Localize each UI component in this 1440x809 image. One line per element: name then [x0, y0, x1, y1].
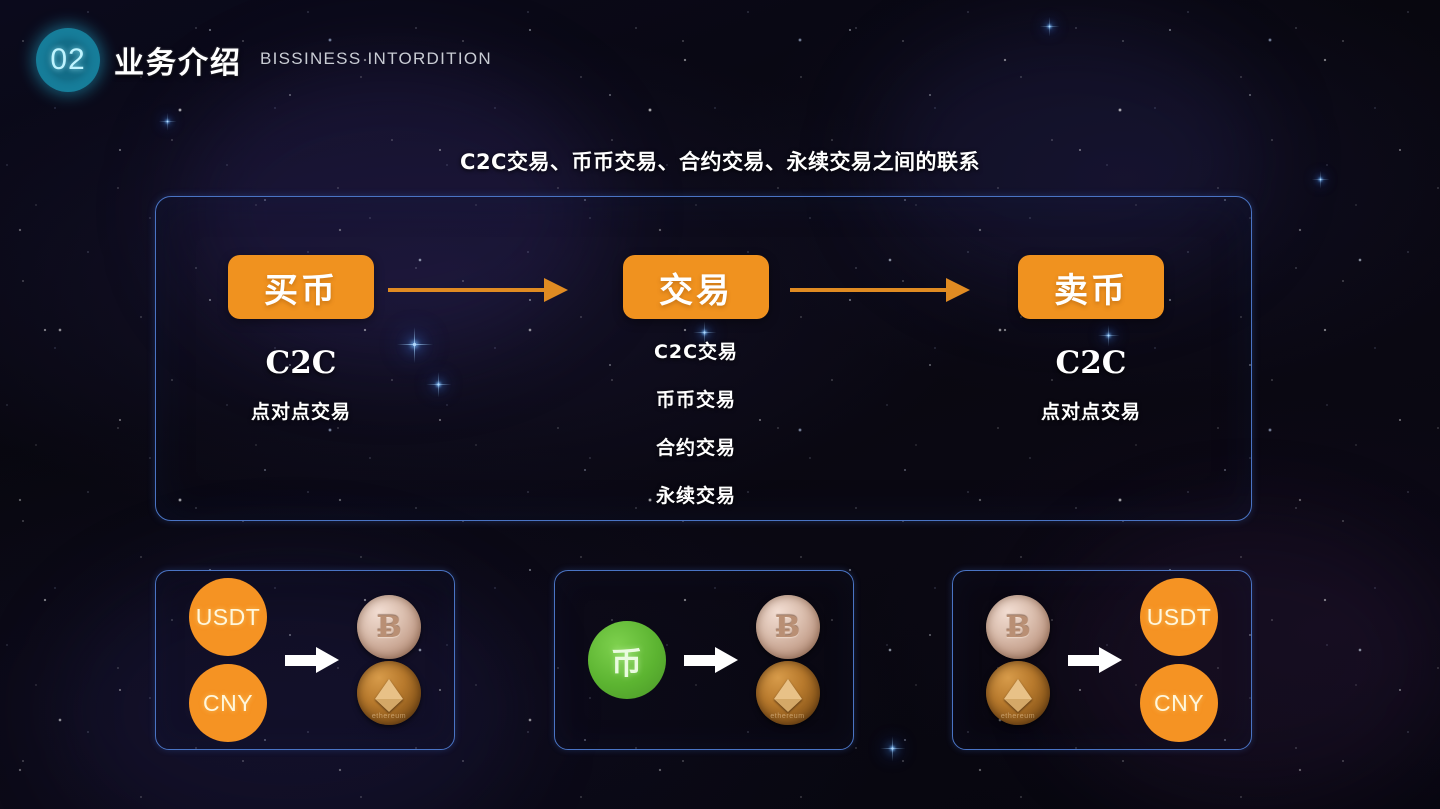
arrow-shaft — [683, 655, 718, 666]
flow-arrow-right-icon — [790, 278, 970, 302]
fiat-group: USDT CNY — [1140, 578, 1218, 742]
glow-star — [397, 327, 433, 363]
ethereum-wordmark: ethereum — [1000, 713, 1036, 720]
trade-type-item: 币币交易 — [655, 389, 736, 411]
stage-caption-big-buy: C2C — [265, 345, 337, 381]
card-sell-crypto[interactable]: Ƀ ethereum USDT CNY — [952, 570, 1252, 750]
flow-stage-sell: 卖币 C2C 点对点交易 — [986, 255, 1196, 424]
fiat-circle-cny: CNY — [189, 664, 267, 742]
fiat-circle-usdt: USDT — [1140, 578, 1218, 656]
flow-stage-buy: 买币 C2C 点对点交易 — [196, 255, 406, 424]
stage-pill-buy[interactable]: 买币 — [228, 255, 374, 319]
stage-caption-sub-sell: 点对点交易 — [1040, 401, 1141, 423]
white-arrow-right-icon — [285, 647, 339, 673]
bitcoin-symbol: Ƀ — [1005, 609, 1031, 645]
ethereum-diamond-glyph — [773, 679, 802, 712]
crypto-coin-group: Ƀ ethereum — [755, 595, 820, 725]
ethereum-diamond-glyph — [1004, 679, 1032, 712]
crypto-coin-group: Ƀ ethereum — [986, 595, 1050, 725]
stage-pill-trade[interactable]: 交易 — [623, 255, 769, 319]
glow-star — [693, 321, 717, 345]
bitcoin-coin-icon: Ƀ — [357, 595, 421, 659]
glow-star — [880, 736, 906, 762]
bitcoin-coin-icon: Ƀ — [986, 595, 1050, 659]
glow-star — [1311, 170, 1330, 189]
section-number-badge: 02 — [36, 28, 100, 92]
example-cards-row: USDT CNY Ƀ ethereum 币 — [155, 570, 1252, 750]
ethereum-wordmark: ethereum — [371, 713, 407, 720]
ethereum-coin-icon: ethereum — [755, 661, 820, 725]
arrow-head — [316, 647, 339, 673]
diagram-caption: C2C交易、币币交易、合约交易、永续交易之间的联系 — [460, 150, 980, 174]
stage-caption-sub-buy: 点对点交易 — [250, 401, 351, 423]
arrow-shaft — [1068, 655, 1102, 666]
flow-panel: 买币 C2C 点对点交易 交易 C2C交易 币币交易 合约交易 永续交易 卖币 … — [155, 196, 1252, 521]
white-arrow-right-icon — [1068, 647, 1122, 673]
section-number-text: 02 — [50, 43, 86, 76]
token-group: 币 — [587, 621, 666, 699]
arrow-head — [1099, 647, 1122, 673]
flow-stage-trade: 交易 C2C交易 币币交易 合约交易 永续交易 — [591, 255, 801, 508]
bitcoin-coin-icon: Ƀ — [755, 595, 820, 659]
glow-star — [158, 112, 177, 131]
slide-header: 02 业务介绍 BISSINESS INTORDITION — [36, 28, 492, 92]
page-title: 业务介绍 — [114, 46, 242, 81]
trade-type-item: C2C交易 — [653, 341, 739, 363]
ethereum-wordmark: ethereum — [770, 713, 805, 720]
trade-type-list: C2C交易 币币交易 合约交易 永续交易 — [654, 337, 738, 508]
bitcoin-symbol: Ƀ — [774, 609, 801, 645]
arrow-shaft — [285, 655, 319, 666]
arrow-head — [714, 647, 738, 673]
arrow-head — [946, 278, 970, 302]
card-coin-to-coin[interactable]: 币 Ƀ ethereum — [553, 570, 854, 750]
stage-caption-big-sell: C2C — [1055, 345, 1127, 381]
white-arrow-right-icon — [683, 647, 738, 673]
token-circle-bi: 币 — [587, 621, 666, 699]
fiat-circle-cny: CNY — [1140, 664, 1218, 742]
fiat-group: USDT CNY — [189, 578, 267, 742]
fiat-circle-usdt: USDT — [189, 578, 267, 656]
stage-pill-sell[interactable]: 卖币 — [1018, 255, 1164, 319]
arrow-shaft — [388, 288, 546, 292]
ethereum-coin-icon: ethereum — [357, 661, 421, 725]
trade-type-item: 永续交易 — [655, 485, 736, 507]
arrow-head — [544, 278, 568, 302]
flow-arrow-right-icon — [388, 278, 568, 302]
ethereum-coin-icon: ethereum — [986, 661, 1050, 725]
ethereum-diamond-glyph — [375, 679, 403, 712]
crypto-coin-group: Ƀ ethereum — [357, 595, 421, 725]
glow-star — [1097, 325, 1120, 347]
arrow-shaft — [790, 288, 948, 292]
bitcoin-symbol: Ƀ — [376, 609, 402, 645]
glow-star — [426, 372, 452, 398]
page-subtitle-en: BISSINESS INTORDITION — [260, 49, 492, 68]
glow-star — [1039, 16, 1060, 37]
card-buy-crypto[interactable]: USDT CNY Ƀ ethereum — [155, 570, 455, 750]
trade-type-item: 合约交易 — [655, 437, 736, 459]
